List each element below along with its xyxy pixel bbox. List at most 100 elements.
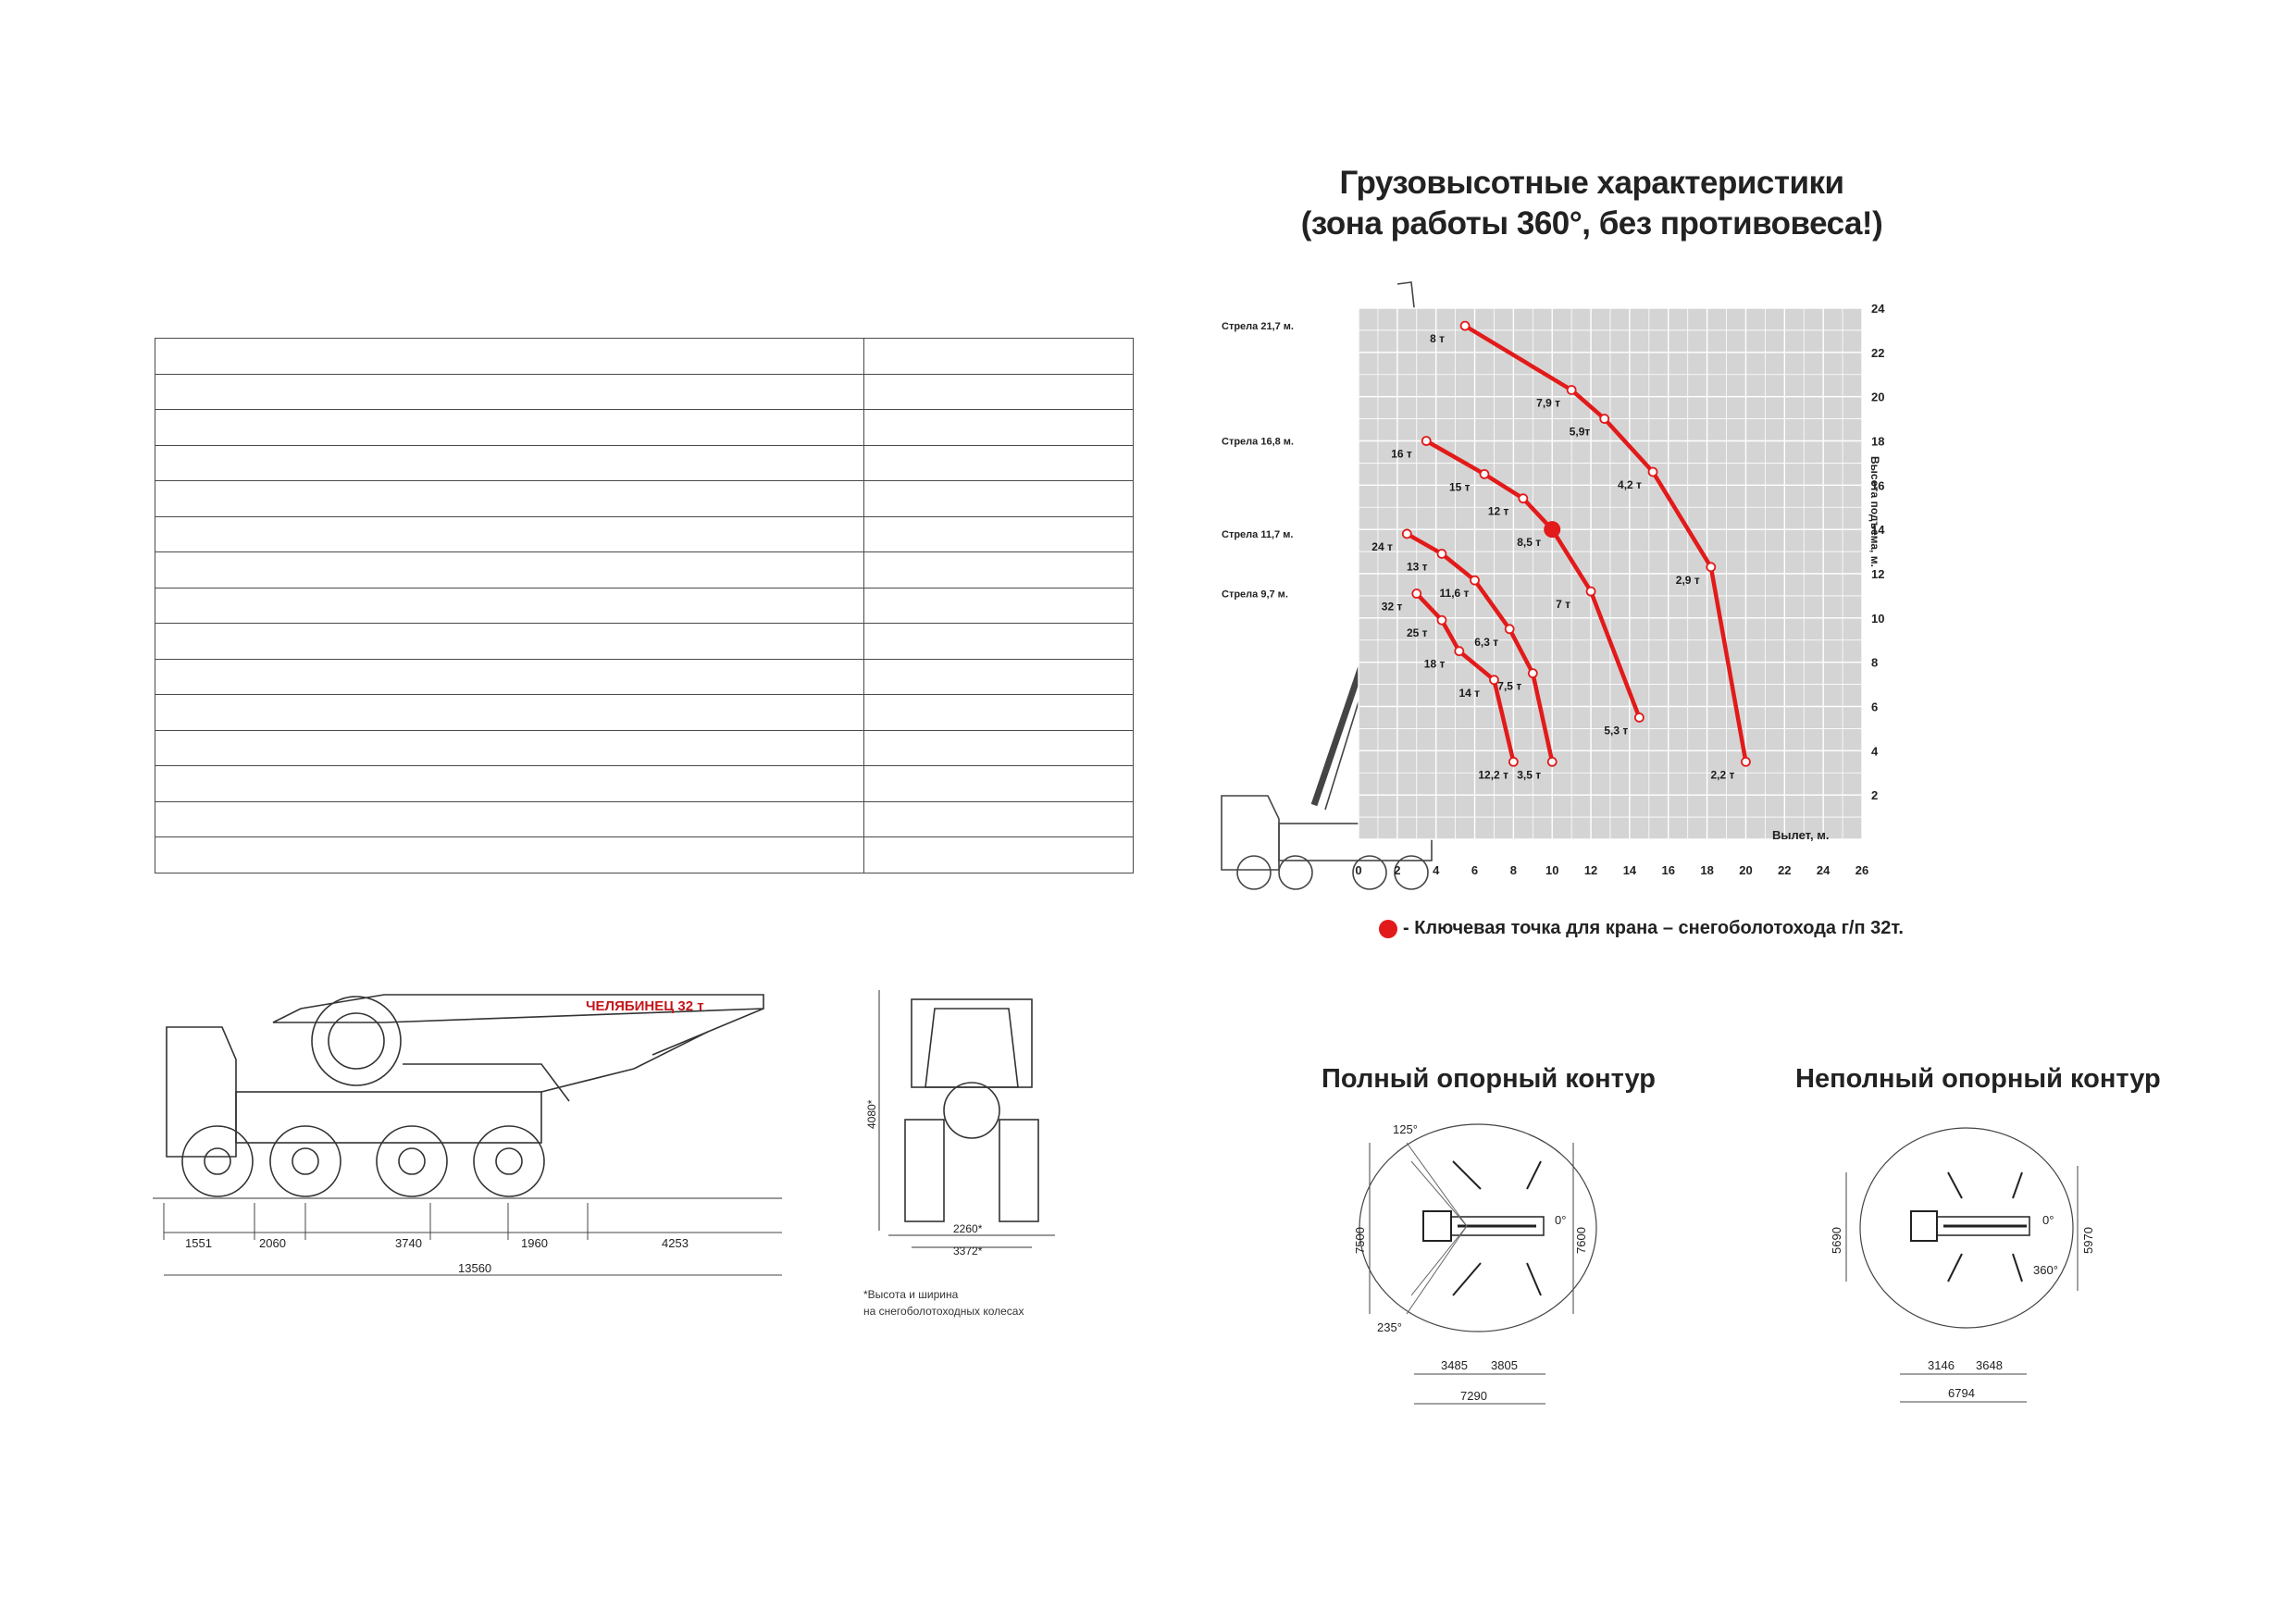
spec-cell-value: [863, 836, 1134, 873]
spec-table-row: [155, 551, 1134, 588]
data-point: [1599, 414, 1610, 424]
y-tick-label: 20: [1871, 390, 1884, 404]
y-tick-label: 14: [1871, 523, 1885, 537]
data-point: [1454, 646, 1465, 657]
legend-text: - Ключевая точка для крана – снегоболото…: [1403, 918, 1904, 938]
data-point: [1647, 466, 1658, 477]
spec-cell-name: [155, 694, 864, 731]
data-point: [1546, 756, 1558, 767]
spec-cell-value: [863, 409, 1134, 446]
spec-cell-name: [155, 765, 864, 802]
crane-plan-icon: [1406, 1142, 1545, 1315]
data-point: [1401, 528, 1412, 539]
dimension-label: 2060: [259, 1236, 286, 1250]
data-point: [1633, 712, 1644, 723]
spec-table-row: [155, 515, 1134, 552]
wheel-icon: [1278, 855, 1313, 890]
spec-table-row: [155, 658, 1134, 695]
height-label: 4080*: [865, 1099, 878, 1129]
plot-grid: [1358, 307, 1863, 840]
y-tick-label: 16: [1871, 478, 1884, 492]
data-label: 12 т: [1488, 505, 1509, 518]
partial-contour-title: Неполный опорный контур: [1795, 1064, 2161, 1094]
data-label: 2,2 т: [1710, 768, 1734, 781]
x-tick-label: 20: [1739, 863, 1752, 877]
data-label: 8 т: [1430, 332, 1445, 345]
spec-table-row: [155, 800, 1134, 837]
dimension-label: 7600: [1574, 1227, 1588, 1254]
data-label: 5,3 т: [1604, 724, 1628, 737]
angle-label: 235°: [1377, 1320, 1402, 1334]
x-tick-label: 18: [1700, 863, 1713, 877]
data-point: [1504, 624, 1515, 635]
spec-table-body: [155, 338, 1134, 873]
data-label: 18 т: [1424, 658, 1446, 671]
data-label: 14 т: [1458, 687, 1480, 700]
spec-cell-value: [863, 587, 1134, 624]
angle-label: 125°: [1393, 1122, 1418, 1136]
spec-cell-name: [155, 515, 864, 552]
data-label: 25 т: [1407, 626, 1428, 639]
spec-cell-value: [863, 800, 1134, 837]
dimension-label: 3485: [1441, 1358, 1468, 1372]
spec-cell-name: [155, 658, 864, 695]
data-label: 11,6 т: [1440, 587, 1470, 600]
spec-cell-name: [155, 551, 864, 588]
spec-table-row: [155, 694, 1134, 731]
spec-cell-name: [155, 623, 864, 660]
key-point-marker: [1544, 521, 1561, 539]
data-label: 15 т: [1449, 480, 1471, 493]
data-point: [1411, 588, 1422, 599]
data-label: 4,2 т: [1618, 478, 1642, 491]
full-contour-diagram: 125° 235° 0° 7500 7600 3485 3805 7290: [1353, 1122, 1597, 1405]
full-contour-title: Полный опорный контур: [1322, 1064, 1656, 1094]
y-tick-label: 10: [1871, 612, 1884, 626]
spec-cell-value: [863, 338, 1134, 375]
spec-cell-name: [155, 800, 864, 837]
y-tick-label: 6: [1871, 700, 1878, 714]
wheel-icon: [1236, 855, 1272, 890]
x-tick-label: 10: [1545, 863, 1558, 877]
data-label: 3,5 т: [1517, 768, 1541, 781]
data-label: 32 т: [1382, 601, 1403, 613]
partial-contour-diagram: 0° 360° 5690 5970 3146 3648 6794: [1830, 1127, 2095, 1403]
chart-title: Грузовысотные характеристики: [1339, 165, 1844, 201]
y-tick-label: 4: [1871, 744, 1879, 758]
angle-label: 0°: [2042, 1213, 2054, 1227]
spec-table-row: [155, 409, 1134, 446]
series-name-label: Стрела 21,7 м.: [1222, 321, 1294, 332]
x-axis-label: Вылет, м.: [1772, 828, 1829, 842]
y-tick-label: 22: [1871, 346, 1884, 360]
wheel-icon: [1352, 855, 1387, 890]
spec-table-row: [155, 623, 1134, 660]
spec-cell-value: [863, 729, 1134, 766]
spec-cell-value: [863, 551, 1134, 588]
truck-cab-icon: [1221, 795, 1280, 871]
x-tick-label: 4: [1433, 863, 1440, 877]
dimension-label: 4253: [662, 1236, 689, 1250]
y-tick-label: 12: [1871, 567, 1884, 581]
x-tick-label: 12: [1584, 863, 1597, 877]
data-label: 2,9 т: [1676, 574, 1700, 587]
spec-cell-value: [863, 623, 1134, 660]
dimension-label: 3740: [395, 1236, 422, 1250]
slewing-circle: [1859, 1127, 2074, 1329]
spec-table: [155, 338, 1134, 873]
data-label: 6,3 т: [1474, 636, 1498, 649]
data-point: [1459, 320, 1471, 331]
angle-label: 360°: [2033, 1263, 2058, 1277]
footnote: на снегоболотоходных колесах: [863, 1305, 1024, 1318]
crane-front-view: 4080* 2260* 3372*: [865, 990, 1055, 1258]
spec-table-row: [155, 729, 1134, 766]
spec-cell-name: [155, 836, 864, 873]
data-point: [1706, 562, 1717, 573]
data-label: 16 т: [1391, 448, 1412, 461]
series-curve: [1423, 439, 1642, 720]
data-label: 7 т: [1556, 598, 1570, 611]
